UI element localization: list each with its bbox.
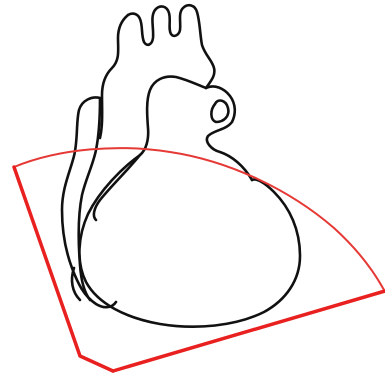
heart-outline	[62, 5, 300, 326]
pulmonary-trunk-contour	[206, 86, 252, 180]
interventricular-groove	[94, 155, 140, 220]
heart-left-border	[100, 15, 128, 138]
ventricle-contour	[79, 155, 300, 327]
right-atrium-contour	[62, 98, 116, 308]
left-atrial-appendage	[211, 101, 228, 122]
heart-outer-contour	[128, 5, 214, 155]
sector-bottom-edge	[113, 291, 385, 371]
